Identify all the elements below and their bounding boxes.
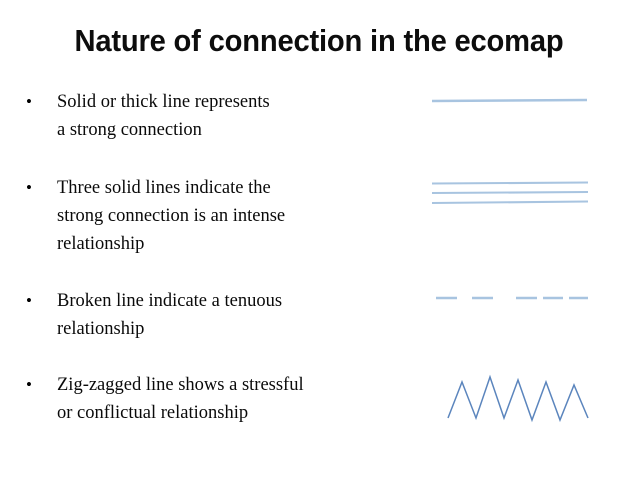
list-item-text: Solid or thick line represents a strong … [57,88,406,144]
list-item-line: or conflictual relationship [57,403,249,423]
list-item-text: Broken line indicate a tenuous relations… [57,287,406,343]
bullet-marker-icon: • [26,291,32,310]
list-item: • Solid or thick line represents a stron… [26,88,406,144]
list-item-line: Three solid lines indicate the [57,178,271,198]
solid-line-icon [430,90,595,112]
list-item: • Three solid lines indicate the strong … [26,174,406,258]
list-item: • Zig-zagged line shows a stressful or c… [26,371,406,427]
triple-solid-lines-icon [430,173,595,211]
list-item-line: relationship [57,234,145,254]
page-title: Nature of connection in the ecomap [74,23,564,58]
bullet-list: • Solid or thick line represents a stron… [26,88,406,427]
list-item-line: Broken line indicate a tenuous [57,291,283,311]
bullet-marker-icon: • [26,375,32,394]
list-item-text: Three solid lines indicate the strong co… [57,174,406,258]
list-item-line: Solid or thick line represents [57,92,270,112]
zigzag-line-icon [440,368,600,428]
bullet-marker-icon: • [26,178,32,197]
list-item-line: Zig-zagged line shows a stressful [57,375,304,395]
list-item-text: Zig-zagged line shows a stressful or con… [57,371,406,427]
list-item-line: strong connection is an intense [57,206,286,226]
list-item: • Broken line indicate a tenuous relatio… [26,287,406,343]
dashed-line-icon [430,288,600,310]
list-item-line: relationship [57,319,145,339]
bullet-marker-icon: • [26,92,32,111]
list-item-line: a strong connection [57,120,202,140]
